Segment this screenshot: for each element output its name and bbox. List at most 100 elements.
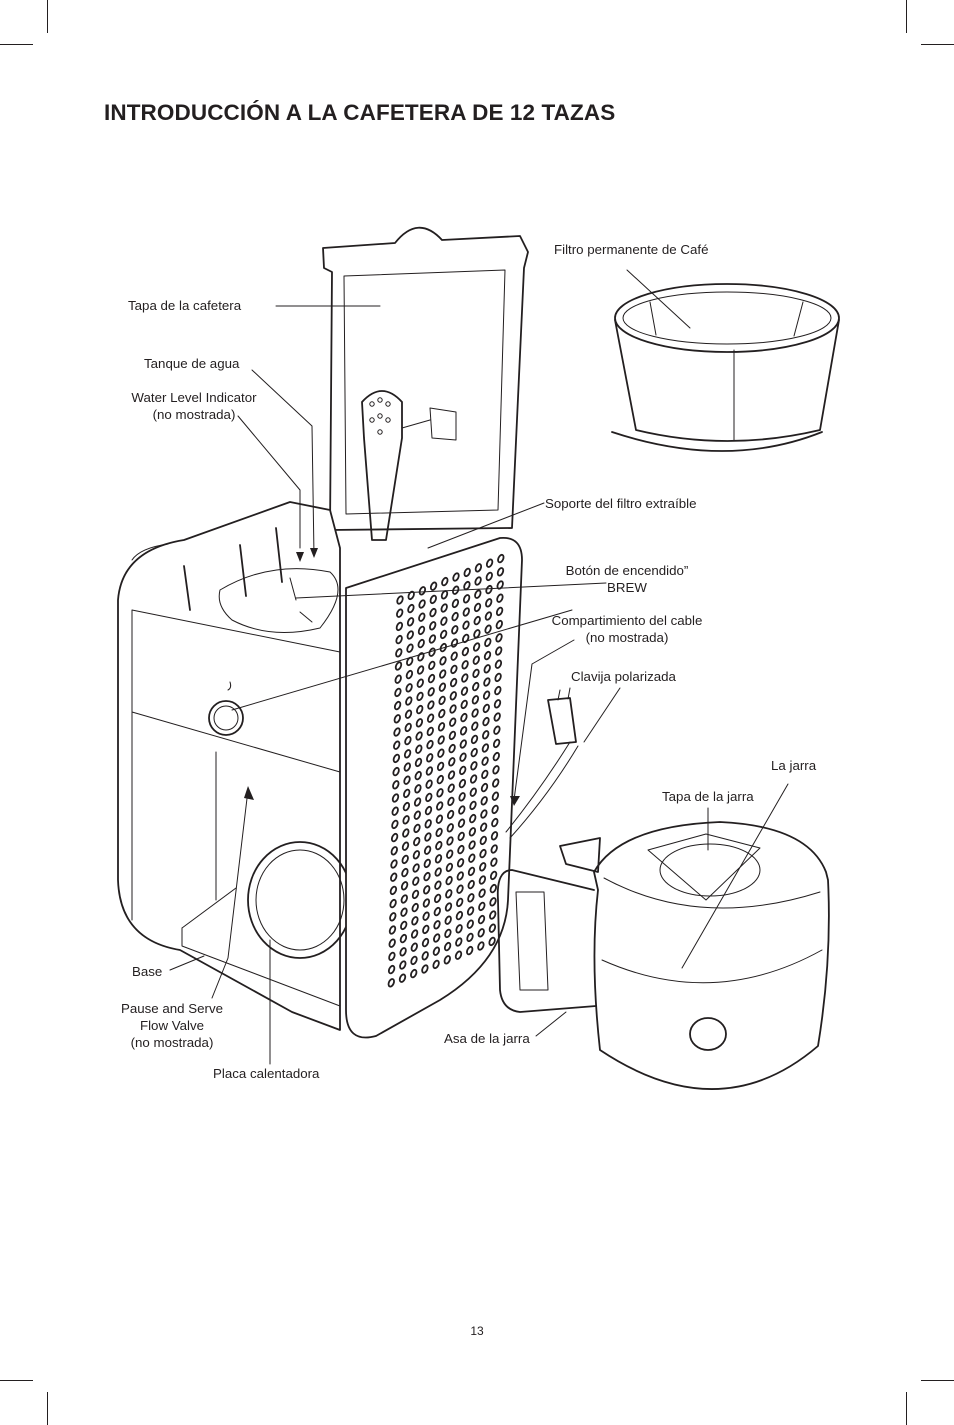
vent-hole bbox=[483, 664, 491, 674]
vent-hole bbox=[491, 791, 500, 801]
vent-hole bbox=[456, 884, 464, 894]
vent-hole bbox=[436, 788, 444, 798]
vent-hole bbox=[411, 902, 419, 913]
vent-hole bbox=[407, 603, 415, 614]
label-pause-line3: (no mostrada) bbox=[130, 1035, 214, 1050]
vent-hole bbox=[435, 840, 443, 851]
vent-hole bbox=[413, 836, 421, 847]
crop-mark bbox=[0, 44, 33, 45]
vent-hole bbox=[463, 567, 471, 578]
vent-hole bbox=[492, 765, 500, 775]
vent-hole bbox=[402, 828, 410, 838]
machine-body-drawing bbox=[117, 501, 353, 1031]
vent-hole bbox=[451, 598, 460, 609]
vent-hole bbox=[395, 634, 403, 645]
vent-hole bbox=[495, 619, 503, 630]
vent-hole bbox=[426, 713, 435, 723]
vent-hole bbox=[403, 749, 412, 759]
vent-hole bbox=[474, 563, 483, 573]
vent-hole bbox=[483, 650, 492, 661]
vent-hole bbox=[421, 951, 429, 961]
cord-drawing bbox=[505, 687, 579, 839]
vent-hole bbox=[426, 753, 434, 763]
vent-hole bbox=[497, 553, 505, 564]
vent-hole bbox=[439, 669, 447, 679]
vent-hole bbox=[423, 885, 431, 895]
vent-hole bbox=[461, 646, 470, 657]
vent-hole bbox=[393, 727, 401, 737]
vent-hole bbox=[387, 978, 395, 988]
vent-hole bbox=[412, 850, 421, 860]
vent-hole bbox=[473, 615, 481, 626]
crop-mark bbox=[47, 0, 48, 33]
vent-hole bbox=[401, 854, 409, 865]
vent-hole bbox=[472, 655, 480, 665]
vent-hole bbox=[468, 840, 476, 850]
vent-hole bbox=[467, 879, 475, 890]
vent-hole bbox=[396, 608, 404, 618]
vent-hole bbox=[495, 646, 503, 656]
vent-hole bbox=[411, 889, 420, 900]
vent-hole bbox=[415, 744, 423, 754]
vent-hole bbox=[485, 558, 494, 568]
vent-hole bbox=[437, 735, 445, 745]
label-boton-encendido: Botón de encendido” BREW bbox=[552, 562, 702, 596]
vent-hole bbox=[455, 937, 463, 947]
label-cable-line2: (no mostrada) bbox=[585, 630, 669, 645]
vent-hole bbox=[490, 844, 498, 854]
carafe-drawing bbox=[496, 821, 830, 1090]
vent-hole bbox=[448, 730, 457, 741]
crop-mark bbox=[906, 1392, 907, 1425]
label-filtro-permanente: Filtro permanente de Café bbox=[554, 242, 709, 257]
vent-hole bbox=[467, 893, 475, 903]
vent-hole bbox=[396, 595, 404, 605]
vent-hole bbox=[392, 780, 400, 790]
vent-hole bbox=[444, 928, 452, 939]
vent-hole bbox=[483, 677, 491, 687]
vent-hole bbox=[489, 897, 497, 907]
label-clavija-polarizada: Clavija polarizada bbox=[571, 669, 676, 684]
vent-hole bbox=[459, 752, 467, 762]
vent-hole bbox=[459, 726, 468, 736]
label-tapa-jarra: Tapa de la jarra bbox=[662, 789, 754, 804]
crop-mark bbox=[921, 1380, 954, 1381]
vent-hole bbox=[406, 643, 414, 653]
vent-hole bbox=[479, 862, 487, 872]
vent-hole bbox=[488, 936, 496, 947]
vent-hole bbox=[433, 933, 441, 943]
vent-hole bbox=[449, 691, 457, 701]
vent-hole bbox=[440, 603, 448, 613]
vent-hole bbox=[403, 775, 411, 785]
label-water-level-line1: Water Level Indicator bbox=[131, 390, 257, 405]
vent-hole bbox=[439, 656, 447, 666]
vent-hole bbox=[492, 738, 501, 749]
vent-hole bbox=[470, 761, 478, 771]
vent-hole bbox=[388, 951, 396, 962]
vent-hole bbox=[473, 602, 482, 613]
vent-hole bbox=[436, 774, 444, 785]
vent-hole bbox=[482, 730, 490, 740]
label-la-jarra: La jarra bbox=[771, 758, 817, 773]
vent-hole bbox=[432, 946, 441, 956]
vent-hole bbox=[449, 717, 457, 727]
vent-hole bbox=[402, 801, 411, 812]
label-boton-line2: BREW bbox=[607, 580, 647, 595]
vent-hole bbox=[388, 925, 397, 935]
label-placa-calentadora: Placa calentadora bbox=[213, 1066, 320, 1081]
vent-hole bbox=[494, 659, 503, 669]
vent-hole bbox=[485, 571, 493, 582]
vent-hole bbox=[402, 815, 410, 825]
crop-mark bbox=[0, 1380, 33, 1381]
vent-hole bbox=[398, 973, 407, 983]
vent-hole bbox=[467, 866, 476, 877]
vent-hole bbox=[471, 695, 480, 705]
vent-hole bbox=[411, 916, 419, 926]
vent-hole bbox=[448, 757, 456, 767]
vent-hole bbox=[401, 841, 410, 851]
vent-hole bbox=[466, 945, 474, 956]
vent-hole bbox=[388, 938, 396, 948]
vent-hole bbox=[426, 739, 434, 750]
vent-hole bbox=[478, 875, 487, 885]
vent-hole bbox=[470, 747, 478, 758]
vent-hole bbox=[438, 682, 447, 692]
